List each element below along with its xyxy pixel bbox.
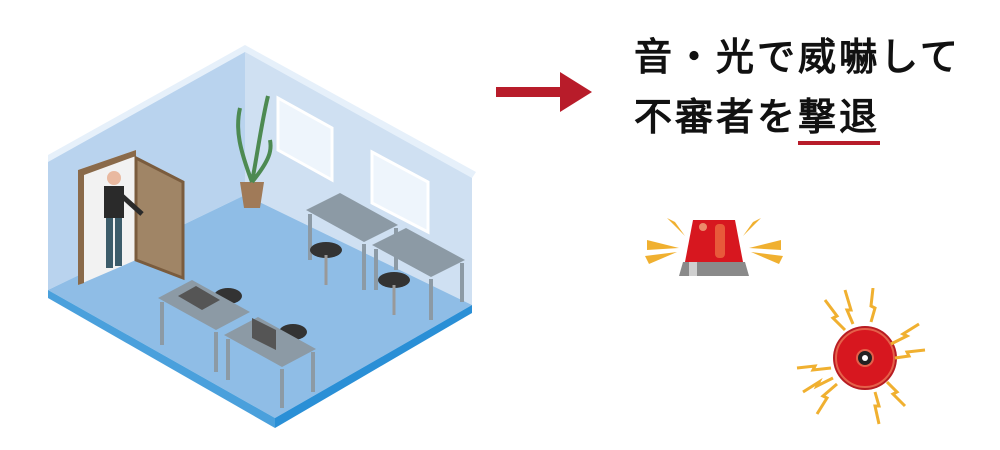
window — [370, 149, 430, 235]
plant — [236, 95, 273, 208]
desk — [224, 317, 316, 408]
person — [104, 171, 144, 268]
headline-text: 不審者を — [634, 95, 799, 139]
room-illustration — [48, 45, 476, 428]
headline-emphasis: 撃退 — [798, 95, 881, 145]
headline-line-1: 音・光で威嚇して — [634, 35, 961, 79]
stools — [214, 242, 410, 340]
table — [372, 228, 465, 320]
door — [134, 155, 185, 281]
siren-icon — [645, 218, 783, 276]
alarm-bell-icon — [796, 288, 926, 425]
headline-line-2: 不審者を撃退 — [634, 95, 881, 145]
window — [276, 95, 334, 183]
desk — [158, 280, 250, 372]
arrow-right-icon — [496, 72, 592, 112]
